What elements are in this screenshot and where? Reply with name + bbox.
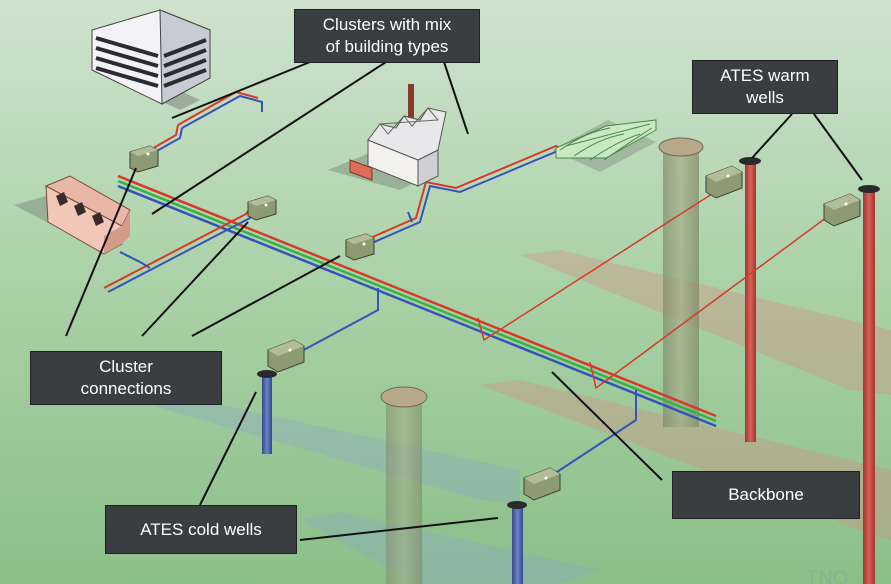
office-building bbox=[91, 9, 211, 110]
backbone-pipe bbox=[117, 174, 717, 428]
label-warm-wells-line2: wells bbox=[746, 88, 784, 107]
station-factory bbox=[345, 233, 375, 261]
warm-well-1 bbox=[739, 157, 761, 442]
label-clusters-mix-line2: of building types bbox=[325, 37, 449, 56]
label-cluster-connections: Cluster connections bbox=[30, 351, 222, 405]
shaft-right bbox=[658, 137, 704, 427]
label-ates-cold-wells: ATES cold wells bbox=[105, 505, 297, 554]
houses-building bbox=[14, 175, 131, 255]
shaft-left bbox=[380, 386, 428, 584]
cold-well-2 bbox=[507, 501, 527, 584]
station-warm-1 bbox=[705, 165, 743, 199]
factory-building bbox=[328, 84, 447, 190]
label-warm-wells-line1: ATES warm bbox=[720, 66, 810, 85]
label-cluster-conn-line2: connections bbox=[80, 379, 172, 398]
label-cold-wells-text: ATES cold wells bbox=[140, 519, 262, 539]
greenhouse-building bbox=[552, 119, 657, 172]
warm-well-2 bbox=[858, 185, 880, 584]
label-clusters-mix-line1: Clusters with mix bbox=[322, 15, 452, 34]
label-backbone-text: Backbone bbox=[728, 485, 804, 504]
label-ates-warm-wells: ATES warm wells bbox=[692, 60, 838, 114]
watermark: TNO bbox=[806, 567, 848, 584]
pointer-lines bbox=[65, 61, 863, 541]
station-warm-2 bbox=[823, 193, 861, 227]
station-cold-2 bbox=[523, 467, 561, 501]
station-houses bbox=[247, 195, 277, 221]
label-cluster-conn-line1: Cluster bbox=[99, 357, 153, 376]
cold-well-1 bbox=[257, 370, 277, 454]
station-office bbox=[129, 145, 159, 173]
label-clusters-mix: Clusters with mix of building types bbox=[294, 9, 480, 63]
label-backbone: Backbone bbox=[672, 471, 860, 519]
station-boxes bbox=[129, 145, 861, 501]
station-cold-1 bbox=[267, 339, 305, 373]
